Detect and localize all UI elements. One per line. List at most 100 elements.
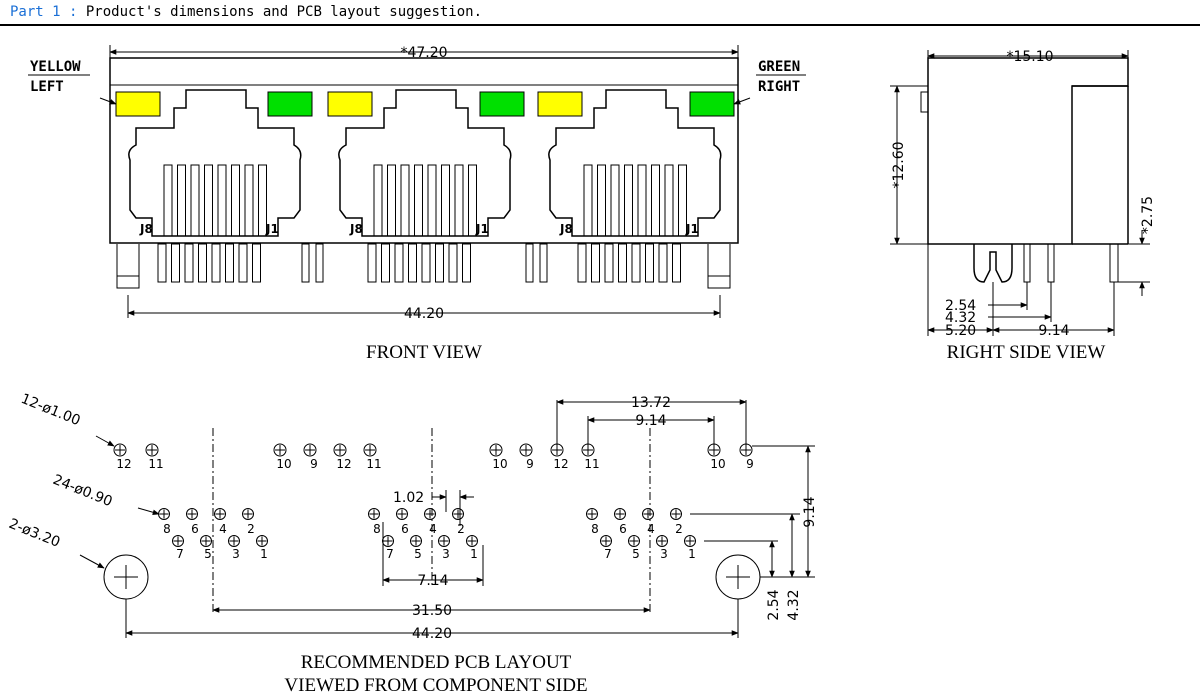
led-pin-hole bbox=[145, 443, 159, 457]
signal-pin-number: 2 bbox=[247, 522, 255, 536]
callout-leader bbox=[137, 507, 160, 515]
signal-hole bbox=[396, 508, 408, 520]
signal-hole bbox=[410, 535, 422, 547]
front-view-title: FRONT VIEW bbox=[366, 342, 482, 363]
contact-finger bbox=[400, 164, 410, 237]
hole-ring bbox=[684, 535, 696, 547]
callout-medium-holes: 24-ø0.90 bbox=[51, 472, 115, 510]
contact-finger bbox=[373, 164, 383, 237]
solder-pin bbox=[394, 243, 404, 283]
led-pin-hole bbox=[333, 443, 347, 457]
led-pin-hole bbox=[550, 443, 564, 457]
solder-pin bbox=[591, 243, 600, 283]
solder-pin bbox=[645, 243, 654, 283]
signal-pin-number: 5 bbox=[204, 547, 212, 561]
contact-finger bbox=[414, 164, 423, 237]
solder-pin bbox=[421, 243, 431, 283]
side-leg bbox=[1109, 243, 1119, 283]
pcb-title-line2: VIEWED FROM COMPONENT SIDE bbox=[284, 675, 587, 696]
green-led-leader bbox=[733, 97, 751, 105]
contact-finger bbox=[624, 164, 633, 237]
dim-width-label: *47.20 bbox=[400, 45, 447, 61]
hole-ring bbox=[145, 443, 159, 457]
hole-ring bbox=[186, 508, 198, 520]
contact-finger bbox=[441, 164, 450, 237]
led-yellow bbox=[537, 91, 583, 117]
signal-pin-number: 6 bbox=[191, 522, 199, 536]
part-description: Product's dimensions and PCB layout sugg… bbox=[85, 4, 483, 20]
hole-ring bbox=[242, 508, 254, 520]
signal-pin-number: 7 bbox=[176, 547, 184, 561]
led-pin-number: 10 bbox=[710, 457, 725, 471]
hole-ring bbox=[273, 443, 287, 457]
signal-hole bbox=[200, 535, 212, 547]
solder-pin bbox=[631, 243, 641, 283]
contact-finger bbox=[664, 164, 674, 237]
dim-1372-label: 13.72 bbox=[631, 395, 671, 411]
dim-leg-label: *2.75 bbox=[1140, 196, 1156, 234]
solder-pin bbox=[435, 243, 444, 283]
contact-finger bbox=[387, 164, 396, 237]
contact-finger bbox=[678, 164, 687, 237]
signal-hole bbox=[368, 508, 380, 520]
signal-pin-number: 1 bbox=[470, 547, 478, 561]
callout-small-holes: 12-ø1.00 bbox=[19, 391, 83, 429]
signal-hole bbox=[242, 508, 254, 520]
led-pin-hole bbox=[707, 443, 721, 457]
hole-ring bbox=[519, 443, 533, 457]
solder-pin bbox=[184, 243, 194, 283]
callout-leader bbox=[95, 435, 115, 447]
signal-pin-number: 4 bbox=[647, 522, 655, 536]
signal-hole bbox=[614, 508, 626, 520]
part-number: Part 1 : bbox=[10, 4, 78, 20]
signal-pin-number: 3 bbox=[442, 547, 450, 561]
contact-finger bbox=[468, 164, 477, 237]
led-pin-hole bbox=[489, 443, 503, 457]
signal-pin-number: 1 bbox=[688, 547, 696, 561]
contact-finger bbox=[177, 164, 186, 237]
solder-pin bbox=[225, 243, 234, 283]
dim-d-label: 9.14 bbox=[1038, 323, 1069, 339]
led-yellow bbox=[115, 91, 161, 117]
signal-hole bbox=[438, 535, 450, 547]
solder-pin bbox=[238, 243, 248, 283]
hole-ring bbox=[642, 508, 654, 520]
led-yellow bbox=[327, 91, 373, 117]
contact-finger bbox=[597, 164, 606, 237]
signal-pin-number: 2 bbox=[457, 522, 465, 536]
signal-pin-number: 7 bbox=[386, 547, 394, 561]
signal-pin-number: 6 bbox=[401, 522, 409, 536]
dim-3150-label: 31.50 bbox=[412, 603, 452, 619]
dim-914-top-label: 9.14 bbox=[635, 413, 666, 429]
dim-height-label: *12.60 bbox=[891, 141, 907, 188]
part-header-label: Part 1 : Product's dimensions and PCB la… bbox=[10, 4, 482, 20]
led-pin-number: 12 bbox=[116, 457, 131, 471]
solder-pin bbox=[198, 243, 207, 283]
signal-pin-number: 3 bbox=[232, 547, 240, 561]
led-green bbox=[689, 91, 735, 117]
callout-leader bbox=[79, 554, 105, 569]
signal-pin-number: 5 bbox=[632, 547, 640, 561]
right-led-side: RIGHT bbox=[758, 79, 800, 95]
shield-pin bbox=[301, 243, 310, 283]
contact-finger bbox=[583, 164, 593, 237]
solder-pin bbox=[462, 243, 471, 283]
led-pin-number: 10 bbox=[276, 457, 291, 471]
signal-hole bbox=[214, 508, 226, 520]
hole-ring bbox=[172, 535, 184, 547]
hole-ring bbox=[614, 508, 626, 520]
contact-finger bbox=[610, 164, 620, 237]
led-pin-hole bbox=[303, 443, 317, 457]
dim-c-label: 5.20 bbox=[945, 323, 976, 339]
led-pin-hole bbox=[581, 443, 595, 457]
shield-pin bbox=[539, 243, 548, 283]
hole-ring bbox=[113, 443, 127, 457]
dim-b-label: 4.32 bbox=[945, 310, 976, 326]
side-view-title: RIGHT SIDE VIEW bbox=[947, 342, 1106, 363]
dim-914-side-label: 9.14 bbox=[802, 496, 818, 527]
led-green bbox=[479, 91, 525, 117]
led-pin-hole bbox=[363, 443, 377, 457]
